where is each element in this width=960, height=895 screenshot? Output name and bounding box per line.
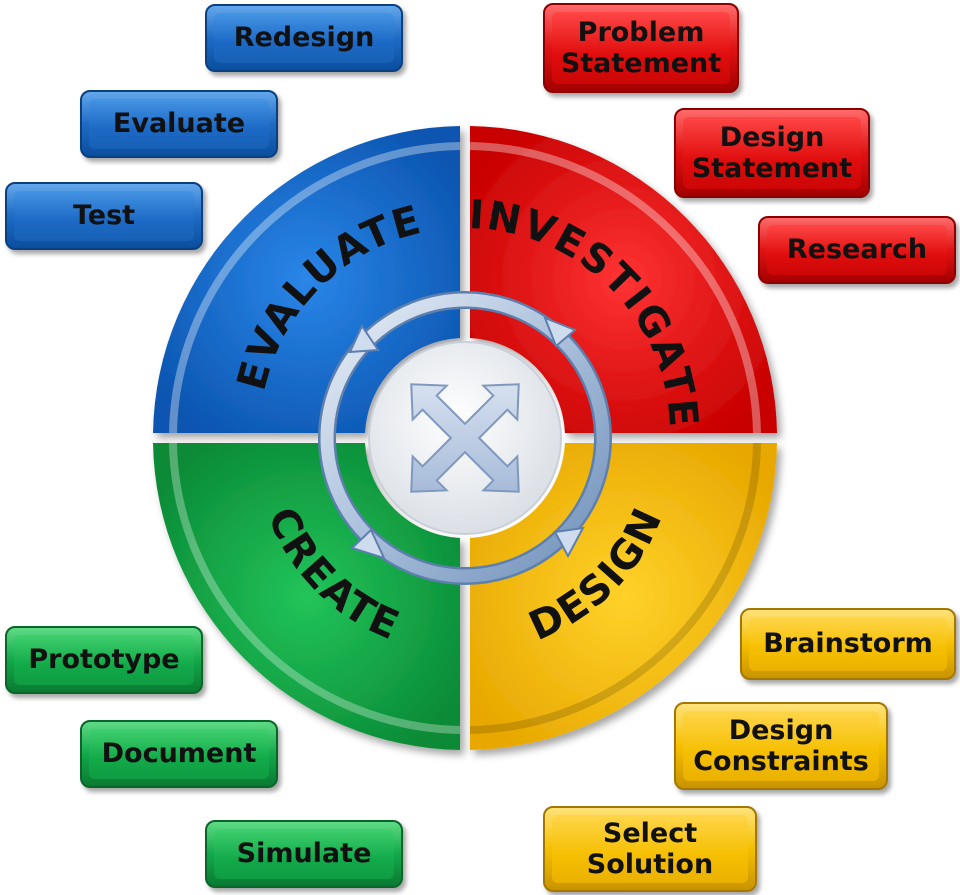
tag-evaluate: Evaluate [80, 90, 278, 158]
tag-select-solution: Select Solution [543, 806, 757, 892]
tag-test: Test [5, 182, 203, 250]
create-quadrant [153, 443, 460, 750]
tag-problem-statement: Problem Statement [543, 3, 739, 93]
tag-brainstorm: Brainstorm [740, 608, 956, 680]
circular-cycle-arrows-icon [318, 291, 612, 585]
evaluate-quadrant [153, 126, 460, 433]
tag-design-statement: Design Statement [674, 108, 870, 198]
design-quadrant [470, 443, 777, 750]
four-way-arrows-icon [410, 383, 520, 493]
tag-simulate: Simulate [205, 820, 403, 888]
tag-redesign: Redesign [205, 4, 403, 72]
tag-research: Research [758, 216, 956, 284]
investigate-quadrant [470, 126, 777, 433]
tag-prototype: Prototype [5, 626, 203, 694]
tag-design-constraints: Design Constraints [674, 702, 888, 790]
tag-document: Document [80, 720, 278, 788]
